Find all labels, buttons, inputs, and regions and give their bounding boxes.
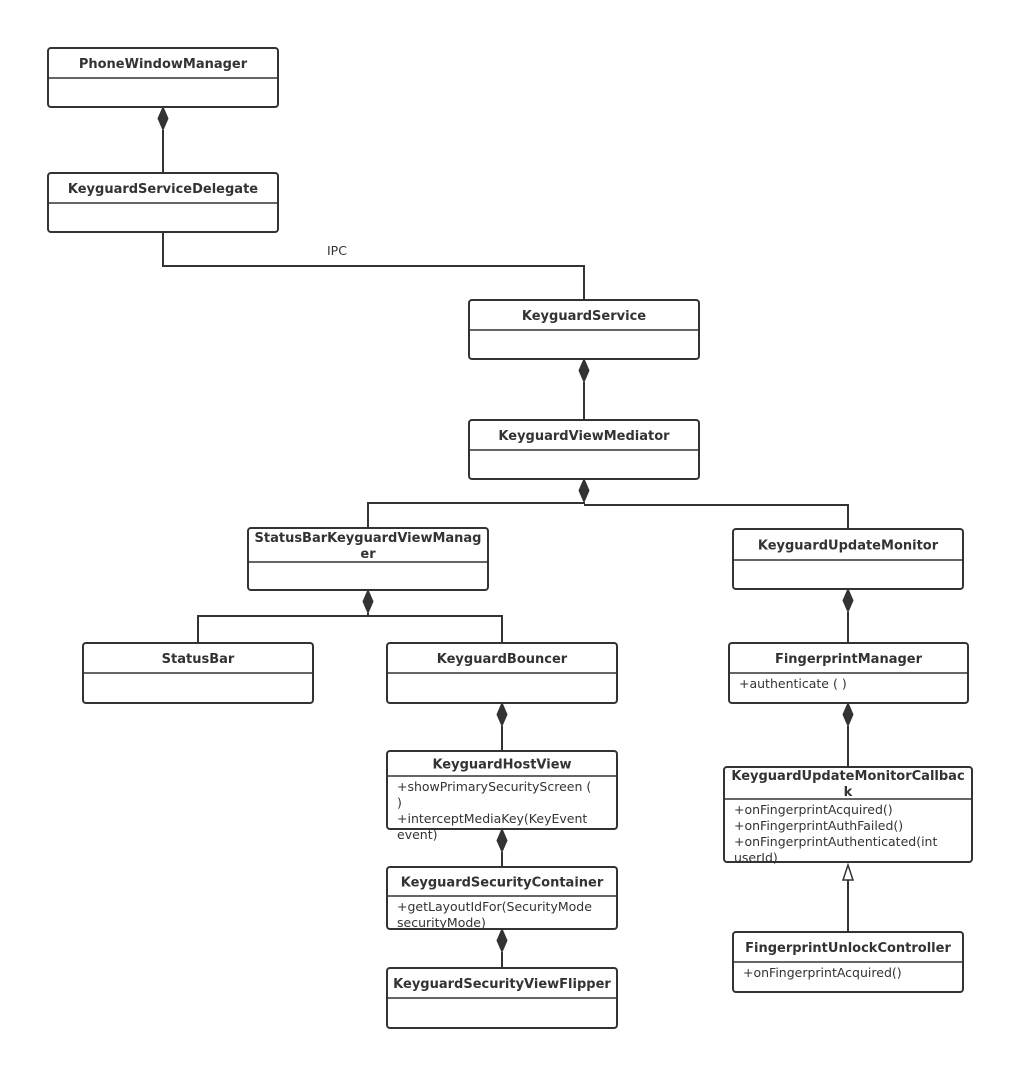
class-keyguard-service[interactable]: KeyguardService [468, 299, 700, 360]
composition-diamond-icon [578, 477, 590, 504]
class-method: +onFingerprintAuthenticated(int [734, 834, 937, 849]
composition-diamond-icon [362, 588, 374, 615]
class-method: +onFingerprintAcquired() [743, 965, 902, 980]
generalization-arrow-icon [841, 862, 855, 881]
class-method: +showPrimarySecurityScreen ( [397, 779, 591, 794]
composition-diamond-icon [842, 587, 854, 614]
class-name: KeyguardServiceDelegate [68, 182, 258, 197]
class-name: KeyguardUpdateMonitor [758, 539, 939, 554]
class-phone-window-manager[interactable]: PhoneWindowManager [47, 47, 279, 108]
class-method: +onFingerprintAcquired() [734, 802, 893, 817]
class-keyguard-bouncer[interactable]: KeyguardBouncer [386, 642, 618, 704]
class-name: StatusBarKeyguardViewManag [255, 531, 482, 546]
class-keyguard-security-view-flipper[interactable]: KeyguardSecurityViewFlipper [386, 967, 618, 1029]
class-method: userId) [734, 850, 778, 865]
composition-diamond-icon [578, 357, 590, 384]
class-name: KeyguardService [522, 309, 646, 324]
relation-keyguard-service-delegate-to-keyguard-service: IPC [162, 232, 585, 300]
class-method: event) [397, 827, 437, 842]
class-status-bar[interactable]: StatusBar [82, 642, 314, 704]
class-name: StatusBar [162, 652, 235, 667]
class-method: securityMode) [397, 915, 486, 930]
class-name: FingerprintUnlockController [745, 941, 951, 956]
class-keyguard-update-monitor[interactable]: KeyguardUpdateMonitor [732, 528, 964, 590]
class-name: KeyguardSecurityContainer [401, 876, 604, 891]
relation-status-bar-to-status-bar-keyguard-view-manager [197, 613, 369, 643]
composition-line [368, 615, 503, 643]
class-name: FingerprintManager [775, 652, 923, 667]
association-line [162, 232, 585, 300]
class-name: KeyguardSecurityViewFlipper [393, 977, 611, 992]
class-method: ) [397, 795, 402, 810]
class-name: KeyguardHostView [432, 758, 571, 773]
class-keyguard-service-delegate[interactable]: KeyguardServiceDelegate [47, 172, 279, 233]
composition-diamond-icon [496, 827, 508, 854]
markers-layer [157, 105, 855, 954]
class-method: +onFingerprintAuthFailed() [734, 818, 903, 833]
class-box [723, 766, 973, 863]
class-keyguard-security-container[interactable]: KeyguardSecurityContainer +getLayoutIdFor… [386, 866, 618, 930]
class-name: er [360, 547, 376, 562]
composition-diamond-icon [496, 701, 508, 728]
class-fingerprint-manager[interactable]: FingerprintManager +authenticate ( ) [728, 642, 969, 704]
class-name: KeyguardViewMediator [498, 429, 670, 444]
class-keyguard-host-view[interactable]: KeyguardHostView +showPrimarySecurityScre… [386, 750, 618, 842]
relation-status-bar-keyguard-view-manager-to-keyguard-view-mediator [367, 502, 585, 528]
class-name: KeyguardUpdateMonitorCallbac [731, 769, 964, 784]
class-name: PhoneWindowManager [79, 57, 248, 72]
class-name: KeyguardBouncer [437, 652, 568, 667]
composition-line [367, 502, 585, 528]
relation-keyguard-update-monitor-to-keyguard-view-mediator [584, 504, 849, 529]
class-method: +interceptMediaKey(KeyEvent [397, 811, 587, 826]
composition-diamond-icon [496, 927, 508, 954]
class-keyguard-view-mediator[interactable]: KeyguardViewMediator [468, 419, 700, 480]
class-fingerprint-unlock-controller[interactable]: FingerprintUnlockController +onFingerprin… [732, 931, 964, 993]
composition-diamond-icon [842, 701, 854, 728]
class-method: +authenticate ( ) [739, 676, 847, 691]
composition-diamond-icon [157, 105, 169, 132]
composition-line [197, 613, 369, 643]
relation-keyguard-bouncer-to-status-bar-keyguard-view-manager [368, 615, 503, 643]
classes-layer: PhoneWindowManagerKeyguardServiceDelegat… [47, 47, 973, 1029]
class-method: +getLayoutIdFor(SecurityMode [397, 899, 592, 914]
relation-label: IPC [327, 243, 347, 258]
composition-line [584, 504, 849, 529]
class-name: k [844, 785, 853, 800]
